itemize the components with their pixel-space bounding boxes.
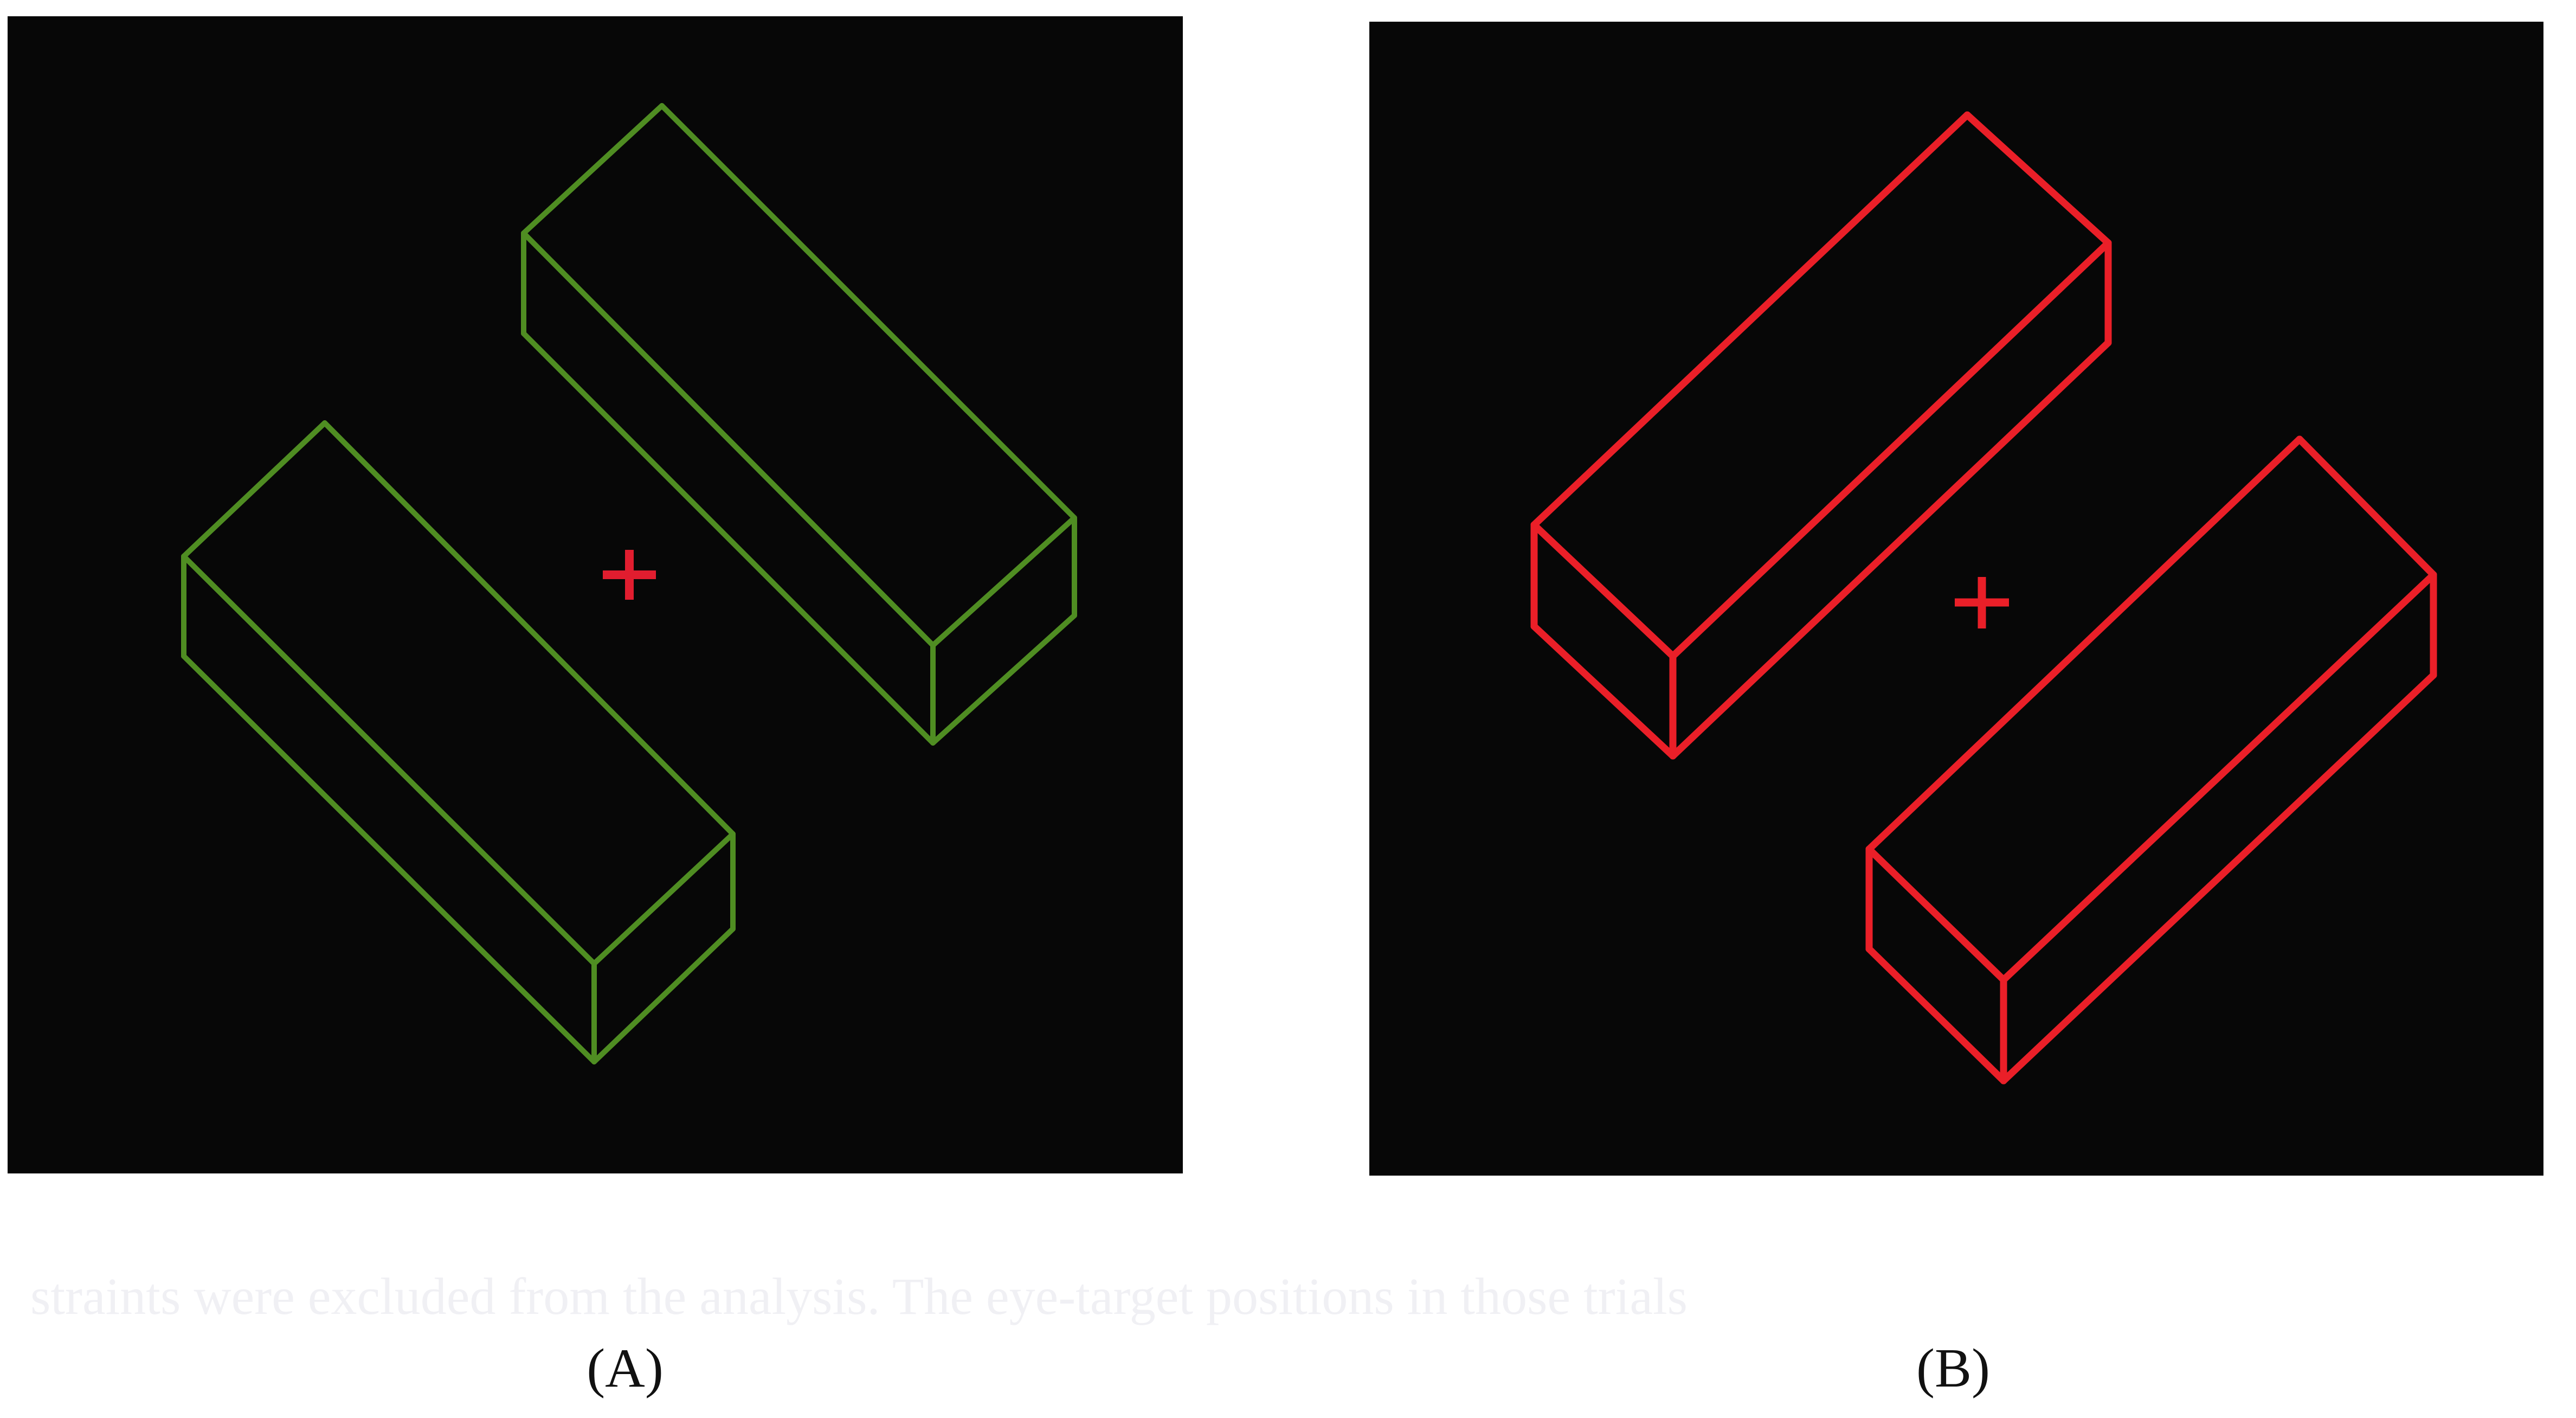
panel-b	[1369, 22, 2543, 1176]
lower-block-edge	[2000, 671, 2437, 1085]
upper-block-edge	[1963, 111, 2112, 247]
lower-block-edge	[1865, 945, 2007, 1085]
upper-block-edge	[1530, 623, 1677, 760]
panel-a	[8, 16, 1183, 1173]
right-block-edge	[659, 103, 1077, 521]
left-block-edge	[181, 653, 597, 1064]
right-block-edge	[521, 230, 936, 648]
left-block-edge	[181, 554, 597, 966]
background-text-line: straints were excluded from the analysis…	[30, 1267, 1688, 1325]
upper-block-edge	[1530, 111, 1971, 529]
left-block-edge	[591, 831, 736, 966]
right-block-edge	[521, 331, 936, 746]
panel-b-caption: (B)	[1916, 1338, 1990, 1399]
left-block-edge	[322, 420, 736, 837]
panel-a-caption: (A)	[587, 1338, 664, 1399]
left-block-edge	[591, 926, 736, 1064]
upper-block-edge	[1530, 521, 1677, 660]
right-block-edge	[930, 515, 1077, 648]
lower-block-edge	[1865, 845, 2007, 984]
right-block-edge	[521, 103, 665, 236]
wireframe-figure-b	[1530, 111, 2437, 1085]
upper-block-edge	[1669, 339, 2112, 760]
wireframe-figure-a	[181, 103, 1077, 1064]
lower-block-edge	[1865, 435, 2303, 853]
lower-block-edge	[2000, 571, 2437, 984]
left-block-edge	[181, 420, 327, 559]
upper-block-edge	[1669, 239, 2112, 660]
right-block-edge	[930, 613, 1077, 746]
lower-block-edge	[2296, 435, 2437, 579]
